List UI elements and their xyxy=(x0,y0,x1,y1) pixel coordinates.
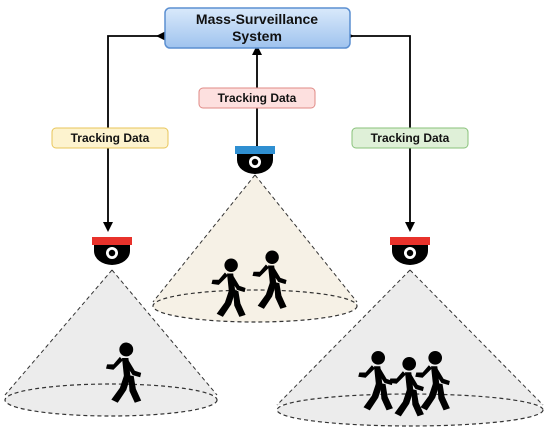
camera-left-icon xyxy=(92,237,132,265)
camera-cone-right xyxy=(276,269,544,427)
system-title-line2: System xyxy=(232,28,282,44)
camera-right-icon xyxy=(390,237,430,265)
label-tracking-left-text: Tracking Data xyxy=(71,131,150,145)
connector-right xyxy=(344,31,415,232)
label-tracking-center-text: Tracking Data xyxy=(218,91,297,105)
system-title-line1: Mass-Surveillance xyxy=(196,11,318,27)
system-box: Mass-Surveillance System xyxy=(164,7,351,49)
label-tracking-right: Tracking Data xyxy=(351,127,469,149)
connector-left xyxy=(103,31,166,232)
camera-cone-center xyxy=(152,174,358,323)
camera-cone-left xyxy=(4,269,218,417)
camera-center-icon xyxy=(235,146,275,174)
label-tracking-center: Tracking Data xyxy=(198,87,316,109)
label-tracking-left: Tracking Data xyxy=(51,127,169,149)
label-tracking-right-text: Tracking Data xyxy=(371,131,450,145)
